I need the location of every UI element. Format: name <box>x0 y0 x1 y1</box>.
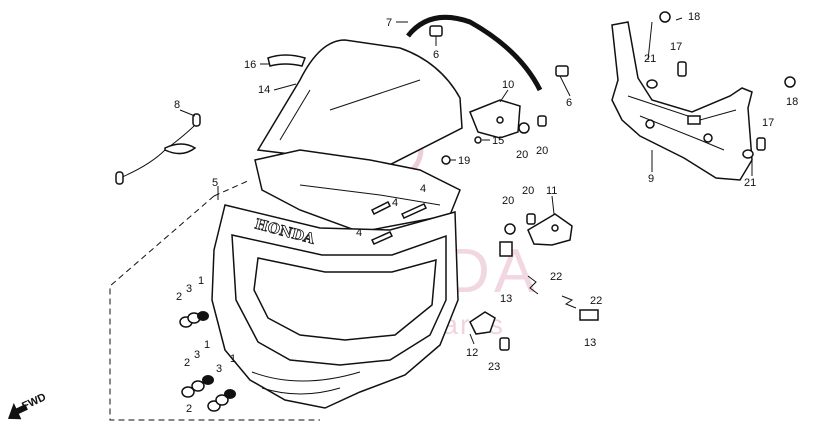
callout-1: 1 <box>230 353 236 365</box>
callout-7: 7 <box>386 17 392 29</box>
callout-6: 6 <box>433 49 439 61</box>
callout-3: 3 <box>216 363 222 375</box>
callout-3: 3 <box>194 349 200 361</box>
callout-20: 20 <box>516 149 528 161</box>
callout-19: 19 <box>458 155 470 167</box>
plate-12-part <box>469 311 496 335</box>
emblem-16-part <box>267 54 306 67</box>
callout-18: 18 <box>688 11 700 23</box>
callout-14: 14 <box>258 84 270 96</box>
hardware <box>179 11 796 412</box>
windscreen-part <box>256 39 463 187</box>
mounting-bracket-part <box>611 21 753 181</box>
leader-lines <box>179 17 753 345</box>
callout-9: 9 <box>648 173 654 185</box>
harness-8-part <box>115 113 201 185</box>
callout-23: 23 <box>488 361 500 373</box>
callout-18: 18 <box>786 96 798 108</box>
callout-1: 1 <box>204 339 210 351</box>
callouts: 7 6 6 16 14 8 10 15 19 20 20 20 20 11 5 … <box>174 11 798 415</box>
callout-3: 3 <box>186 283 192 295</box>
callout-20: 20 <box>536 145 548 157</box>
callout-11: 11 <box>546 185 557 197</box>
callout-17: 17 <box>670 41 682 53</box>
callout-2: 2 <box>186 403 192 415</box>
fwd-label: FWD <box>20 391 48 412</box>
bracket-10-part <box>469 99 521 139</box>
group-outline <box>109 179 320 421</box>
callout-22: 22 <box>590 295 602 307</box>
windscreen-trim-part <box>406 14 543 92</box>
callout-4: 4 <box>356 227 362 239</box>
callout-12: 12 <box>466 347 478 359</box>
callout-4: 4 <box>392 197 398 209</box>
callout-5: 5 <box>212 177 218 189</box>
callout-2: 2 <box>176 291 182 303</box>
callout-13: 13 <box>500 293 512 305</box>
forward-direction-indicator: FWD <box>7 391 48 420</box>
callout-21: 21 <box>744 177 756 189</box>
callout-4: 4 <box>420 183 426 195</box>
callout-15: 15 <box>492 135 504 147</box>
bracket-11-part <box>527 213 573 246</box>
callout-20: 20 <box>502 195 514 207</box>
callout-6: 6 <box>566 97 572 109</box>
callout-1: 1 <box>198 275 204 287</box>
callout-17: 17 <box>762 117 774 129</box>
callout-16: 16 <box>244 59 256 71</box>
callout-2: 2 <box>184 357 190 369</box>
cowl-body-part: HONDA <box>211 204 459 409</box>
callout-13: 13 <box>584 337 596 349</box>
callout-8: 8 <box>174 99 180 111</box>
callout-10: 10 <box>502 79 514 91</box>
callout-22: 22 <box>550 271 562 283</box>
callout-20: 20 <box>522 185 534 197</box>
callout-21: 21 <box>644 53 656 65</box>
